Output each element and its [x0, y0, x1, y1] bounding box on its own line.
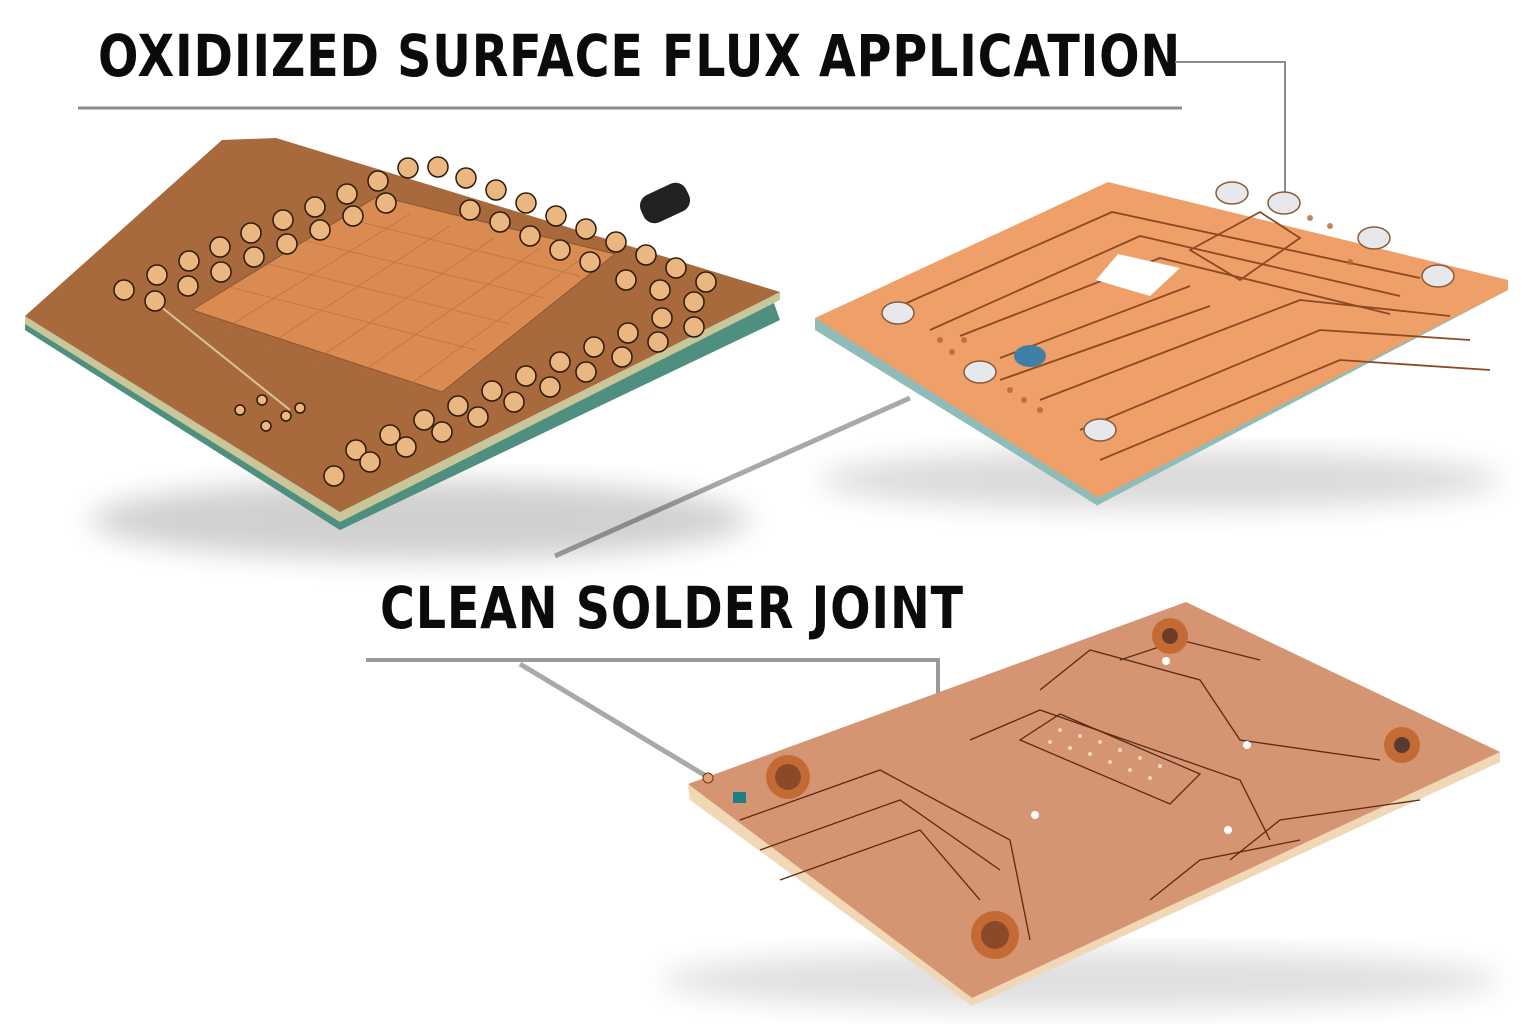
solder-joints [1048, 728, 1162, 780]
flux-leader-line [1175, 61, 1286, 200]
board-oxidized [25, 138, 780, 560]
connector-icon [639, 182, 691, 224]
marker-square [733, 792, 746, 803]
pad-array [113, 156, 717, 487]
label-clean-solder-joint: CLEAN SOLDER JOINT [380, 574, 964, 642]
clean-pads [766, 618, 1420, 959]
board-clean [660, 602, 1500, 1010]
cutout-slot [1096, 254, 1180, 296]
clean-traces [739, 639, 1421, 941]
board-flux [815, 181, 1508, 510]
flux-droplet [1014, 345, 1046, 367]
sparkle-icons [1031, 657, 1251, 834]
label-flux-application: FLUX APPLICATION [662, 22, 1181, 90]
label-oxidized-surface: OXIDIIZED SURFACE [98, 22, 644, 90]
flux-pads [881, 181, 1455, 442]
flux-traces [899, 210, 1491, 461]
clean-diagonal-leader [518, 661, 708, 779]
